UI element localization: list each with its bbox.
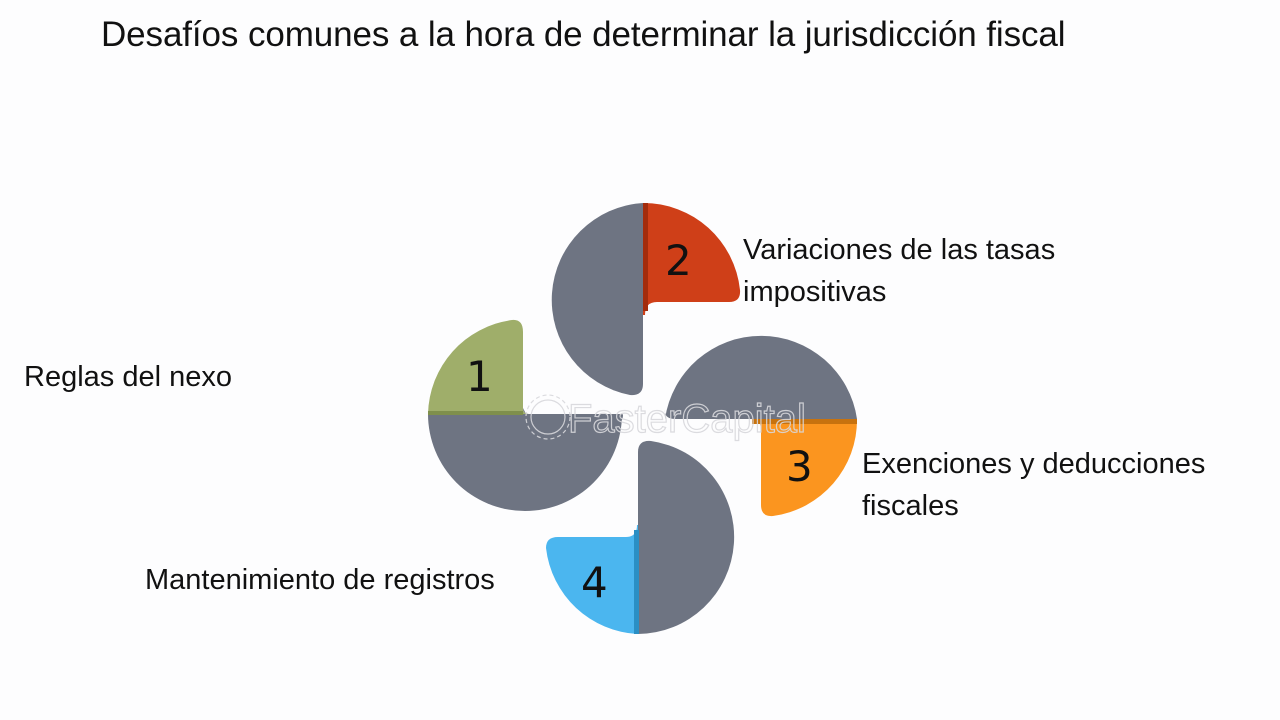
segment-3-gray-half	[664, 335, 857, 419]
label-variaciones-tasas: Variaciones de las tasas impositivas	[743, 234, 1056, 308]
segment-4-edge	[634, 530, 639, 634]
label-exenciones-deducciones: Exenciones y deducciones fiscales	[862, 448, 1206, 522]
segment-4: 4	[546, 440, 735, 634]
segment-1-edge	[428, 411, 523, 415]
segment-2-edge	[643, 203, 648, 311]
segment-2-number: 2	[665, 236, 692, 285]
segment-3-edge	[752, 419, 857, 424]
segment-1-colored-quadrant	[428, 319, 529, 414]
segment-3: 3	[664, 335, 858, 517]
gear-icon	[530, 399, 566, 435]
watermark-text: FasterCapital	[568, 397, 806, 441]
segment-2-gray-half	[551, 203, 643, 396]
segment-4-number: 4	[581, 558, 608, 607]
watermark: FasterCapital	[525, 394, 806, 442]
page-title: Desafíos comunes a la hora de determinar…	[101, 15, 1066, 54]
segment-4-colored-quadrant	[546, 525, 638, 634]
segment-2-colored-quadrant	[643, 202, 741, 315]
segment-1-number: 1	[466, 352, 493, 401]
segment-3-colored-quadrant	[750, 419, 858, 517]
label-mantenimiento-registros: Mantenimiento de registros	[145, 564, 495, 596]
segment-1-gray-half	[428, 414, 622, 511]
segment-2: 2	[551, 202, 741, 396]
segment-4-gray-half	[638, 440, 735, 634]
segment-3-number: 3	[786, 442, 813, 491]
label-reglas-del-nexo: Reglas del nexo	[24, 361, 232, 393]
segment-1: 1	[428, 319, 623, 511]
